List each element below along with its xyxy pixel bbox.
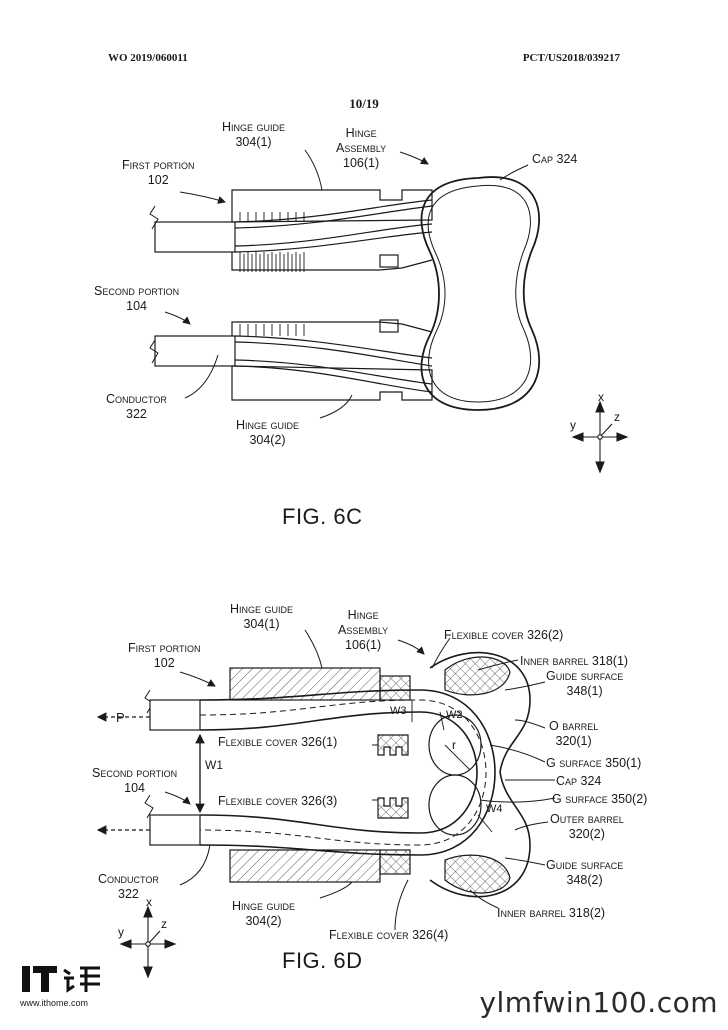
label-g-surface-2: G surface 350(2): [552, 792, 648, 806]
label-flexible-cover-1: Flexible cover 326(1): [218, 735, 338, 749]
publication-number: WO 2019/060011: [108, 52, 188, 64]
label-flexible-cover-2: Flexible cover 326(2): [444, 628, 564, 642]
label-flexible-cover-4: Flexible cover 326(4): [329, 928, 449, 942]
application-number: PCT/US2018/039217: [522, 52, 620, 64]
axis-x-6c: x: [598, 390, 604, 404]
ithome-logo-icon: [22, 966, 100, 993]
fig6d-drawing: [96, 651, 531, 898]
label-cap: Cap 324: [532, 152, 578, 166]
label-inner-barrel-2: Inner barrel 318(2): [497, 906, 606, 920]
fig6d-leaders: [164, 629, 556, 931]
label-inner-barrel-1: Inner barrel 318(1): [520, 654, 629, 668]
axis-y-6d: y: [118, 925, 124, 939]
axis-y-6c: y: [570, 418, 576, 432]
label-r: r: [452, 738, 456, 752]
label-cap-6d: Cap 324: [556, 774, 602, 788]
axis-z-6c: z: [614, 410, 620, 424]
fig6c-drawing: [149, 176, 541, 411]
label-w1: W1: [205, 758, 223, 772]
label-w2: W2: [446, 709, 463, 721]
axis-x-6d: x: [146, 895, 152, 909]
label-w4: W4: [486, 803, 503, 815]
label-p: P: [116, 710, 125, 725]
figure-caption-6d: FIG. 6D: [282, 948, 363, 973]
page-number: 10/19: [349, 96, 379, 111]
fig6c-leaders: [164, 149, 529, 419]
fig6c-axes: [571, 400, 629, 474]
label-w3: W3: [390, 705, 407, 717]
axis-z-6d: z: [161, 917, 167, 931]
figure-caption-6c: FIG. 6C: [282, 504, 363, 529]
site-watermark: ylmfwin100.com: [479, 986, 718, 1019]
logo-caption: www.ithome.com: [20, 998, 89, 1008]
label-flexible-cover-3: Flexible cover 326(3): [218, 794, 338, 808]
fig6d-axes: [119, 905, 177, 979]
label-g-surface-1: G surface 350(1): [546, 756, 642, 770]
